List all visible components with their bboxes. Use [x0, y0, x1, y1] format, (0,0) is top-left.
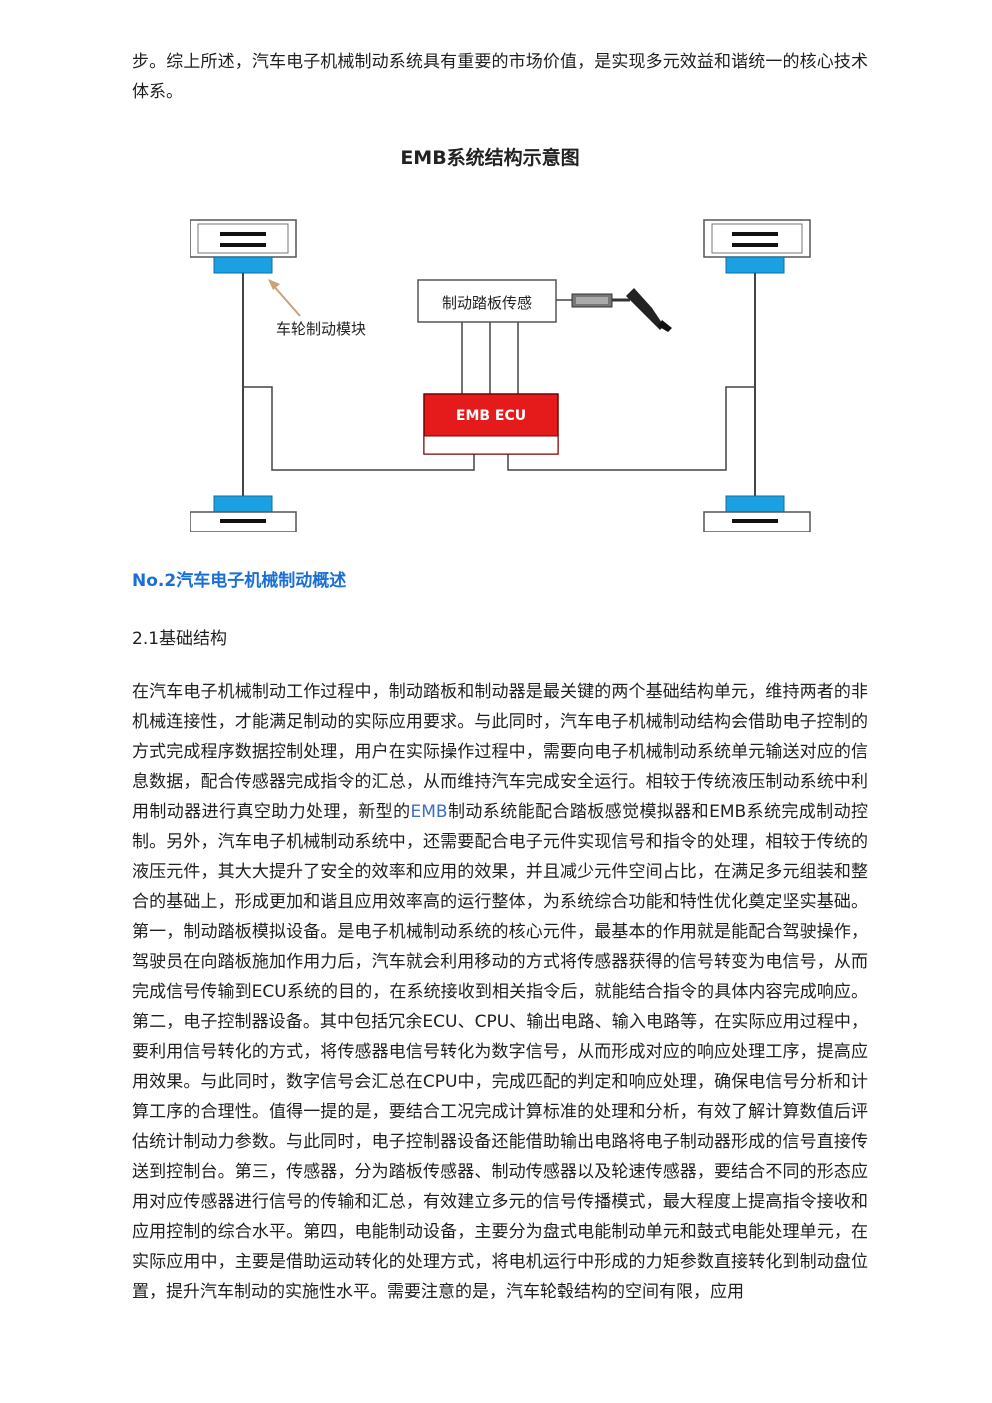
wheel-brake-module-top-right: [725, 256, 785, 274]
wheel-module-label: 车轮制动模块: [276, 320, 366, 338]
body-text-part-1: 在汽车电子机械制动工作过程中，制动踏板和制动器是最关键的两个基础结构单元，维持两…: [132, 682, 868, 822]
pedal-sensor-label: 制动踏板传感: [442, 294, 532, 312]
section-title: No.2汽车电子机械制动概述: [132, 571, 347, 591]
body-text-part-2: 制动系统能配合踏板感觉模拟器和EMB系统完成制动控制。另外，汽车电子机械制动系统…: [132, 802, 868, 1302]
emb-system-diagram: EMB系统结构示意图: [189, 140, 812, 533]
emb-highlight: EMB: [410, 802, 448, 822]
wheel-bottom-right: [703, 495, 811, 533]
diagram-title: EMB系统结构示意图: [400, 146, 579, 169]
pedal-sensor-box: [417, 279, 557, 323]
subsection-title: 2.1基础结构: [132, 629, 228, 649]
brake-pedal-icon: [556, 288, 672, 332]
pointer-arrow-icon: [268, 279, 301, 317]
body-paragraph: 在汽车电子机械制动工作过程中，制动踏板和制动器是最关键的两个基础结构单元，维持两…: [132, 677, 868, 1307]
wheel-brake-module-bottom-left: [213, 495, 273, 513]
wheel-brake-module-bottom-right: [725, 495, 785, 513]
emb-ecu-label: EMB ECU: [456, 408, 526, 424]
wheel-brake-module-top-left: [213, 256, 273, 274]
intro-paragraph: 步。综上所述，汽车电子机械制动系统具有重要的市场价值，是实现多元效益和谐统一的核…: [132, 52, 868, 102]
wheel-bottom-left: [189, 495, 297, 533]
wheel-top-left: [189, 219, 297, 274]
wheel-top-right: [703, 219, 811, 274]
